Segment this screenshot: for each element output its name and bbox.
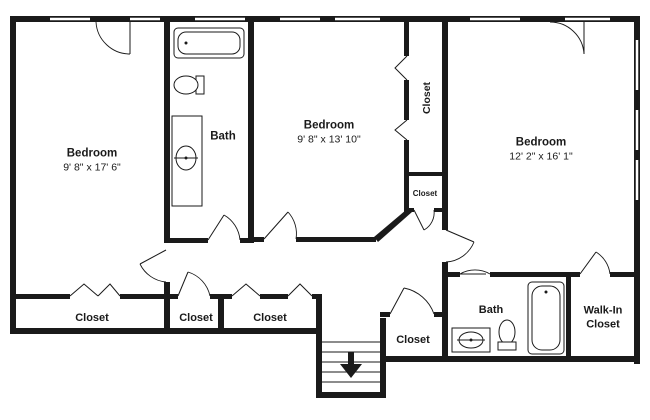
doors	[69, 21, 611, 315]
room-bedroom-center: Bedroom 9' 8" x 13' 10"	[297, 119, 360, 148]
interior-walls	[10, 20, 640, 362]
toilet-icon	[173, 75, 205, 95]
windows	[50, 17, 639, 200]
room-name: Closet	[421, 81, 434, 115]
room-closet-center-small: Closet	[413, 189, 437, 199]
bathtub-icon	[173, 27, 245, 59]
room-name: Closet	[179, 311, 213, 324]
room-bedroom-right: Bedroom 12' 2" x 16' 1"	[509, 136, 572, 165]
room-dimensions: 12' 2" x 16' 1"	[509, 150, 573, 163]
room-name: Closet	[253, 311, 287, 324]
room-name: Closet	[75, 311, 109, 324]
room-bedroom-left: Bedroom 9' 8" x 17' 6"	[63, 147, 121, 176]
room-closet-bottom-center: Closet	[253, 311, 287, 325]
room-dimensions: 9' 8" x 17' 6"	[63, 161, 121, 174]
room-closet-bottom-mid: Closet	[179, 311, 213, 325]
room-closet-stair: Closet	[396, 333, 430, 347]
room-walk-in-closet: Walk-In Closet	[584, 304, 623, 333]
room-name: Bath	[478, 303, 504, 316]
toilet-bottom-icon	[497, 319, 517, 351]
room-name: Bedroom	[303, 119, 355, 132]
room-name-line1: Walk-In	[583, 304, 623, 317]
room-name: Bath	[210, 130, 236, 143]
room-closet-center-top: Closet	[421, 82, 435, 114]
room-closet-bottom-left: Closet	[75, 311, 109, 325]
room-bath-bottom: Bath	[479, 303, 503, 317]
room-name: Closet	[412, 188, 438, 198]
room-name: Bedroom	[66, 147, 118, 160]
room-name: Bedroom	[515, 136, 567, 149]
room-name-line2: Closet	[586, 319, 620, 331]
down-arrow-icon	[340, 352, 362, 378]
room-dimensions: 9' 8" x 13' 10"	[297, 133, 361, 146]
bathtub-bottom-icon	[527, 281, 565, 355]
vanity-icon	[171, 115, 203, 207]
sink-bottom-icon	[451, 327, 491, 353]
room-bath-top: Bath	[210, 130, 236, 145]
room-name: Closet	[396, 333, 430, 346]
